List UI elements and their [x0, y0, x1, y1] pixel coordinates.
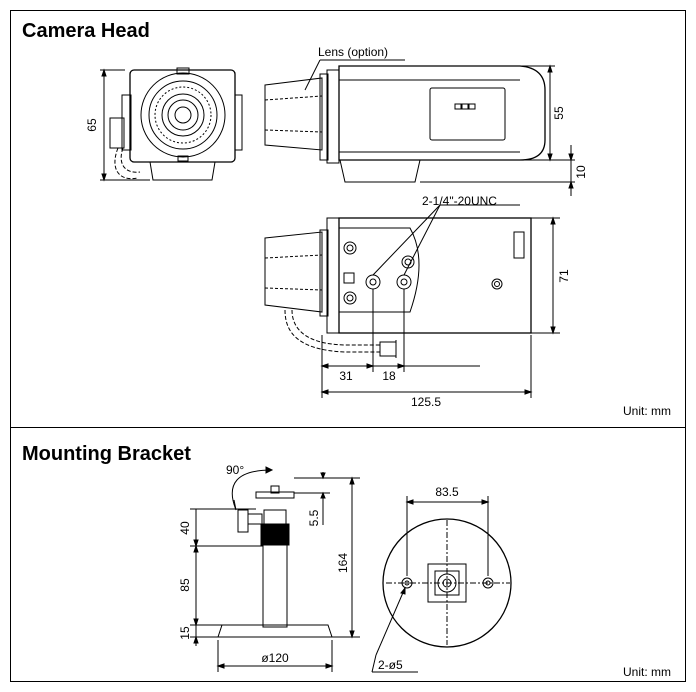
lens-option-label: Lens (option)	[318, 45, 388, 59]
dim-side-height: 55	[552, 106, 566, 120]
dim-bottom-depth: 71	[557, 269, 571, 283]
dim-holes: 2-ø5	[378, 658, 403, 672]
camera-head-unit: Unit: mm	[623, 404, 671, 418]
dim-base: 15	[178, 626, 192, 640]
dim-pole: 85	[178, 578, 192, 592]
camera-side-view	[264, 59, 575, 196]
dim-top-section: 40	[178, 521, 192, 535]
dim-base-height: 10	[574, 165, 588, 179]
dim-base-diameter: ø120	[261, 651, 289, 665]
bracket-top-view	[371, 496, 512, 673]
dim-offset-a: 31	[339, 369, 353, 383]
section-divider	[10, 427, 686, 428]
dim-hole-spacing: 83.5	[435, 485, 459, 499]
camera-bottom-view	[264, 204, 560, 398]
drawing-frame	[10, 10, 686, 682]
camera-head-title: Camera Head	[22, 20, 150, 42]
dim-head-offset: 5.5	[307, 509, 321, 526]
bracket-side-view	[190, 466, 360, 672]
dim-front-height: 65	[85, 118, 99, 132]
dim-offset-b: 18	[382, 369, 396, 383]
bracket-unit: Unit: mm	[623, 665, 671, 679]
thread-spec-label: 2-1/4"-20UNC	[422, 194, 497, 208]
mounting-bracket-title: Mounting Bracket	[22, 443, 191, 465]
dim-total-length: 125.5	[411, 395, 441, 409]
dim-total-height: 164	[336, 553, 350, 573]
camera-front-view	[100, 67, 243, 182]
dim-angle: 90°	[226, 463, 244, 477]
